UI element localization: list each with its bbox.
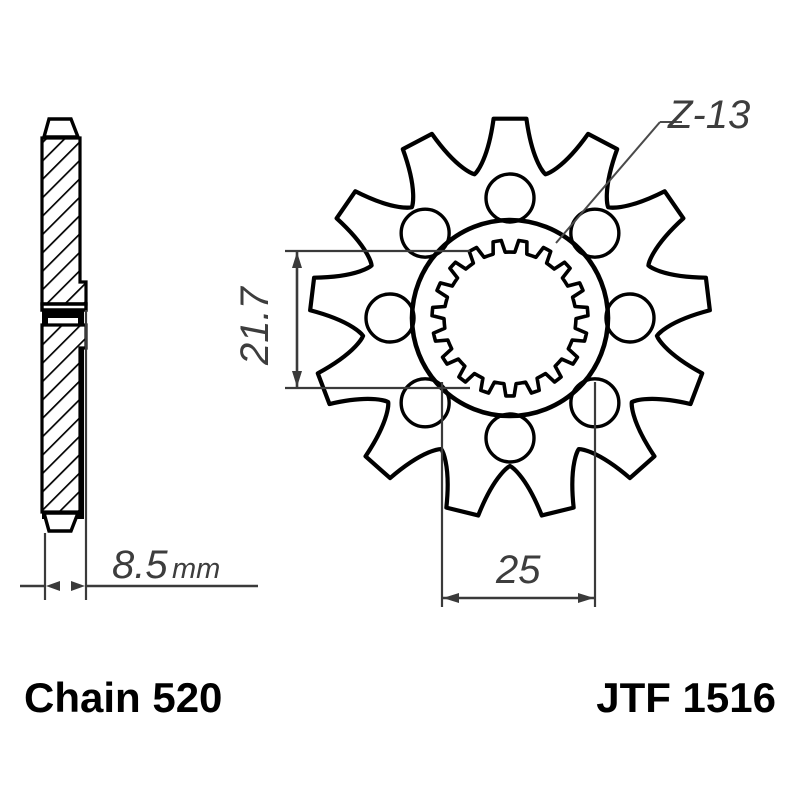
lightening-hole [399, 377, 451, 429]
hub-width-arrow-left [443, 593, 459, 603]
hub-width-value: 25 [495, 548, 541, 592]
lightening-hole [604, 292, 656, 344]
hub-width-arrow-right [578, 593, 594, 603]
chain-spec-label: Chain 520 [24, 674, 222, 721]
hub-height-arrow-bottom [292, 371, 302, 387]
thickness-value: 8.5 [112, 543, 168, 587]
side-rim-bottom [40, 323, 88, 514]
side-rim-top-hatch [40, 136, 88, 306]
dimension-thickness: 8.5 mm [20, 543, 258, 591]
side-step-top [40, 302, 88, 312]
lightening-hole [569, 207, 621, 259]
thickness-arrow-left [46, 581, 60, 591]
thickness-unit: mm [172, 553, 220, 585]
side-section-view [40, 117, 88, 600]
lightening-hole [484, 412, 536, 464]
spline-bore-shape [430, 238, 590, 398]
tooth-count-leader-diagonal [555, 121, 661, 244]
thickness-arrow-right [71, 581, 85, 591]
hub-height-value: 21.7 [233, 285, 277, 366]
side-tooth-tip-top [41, 117, 81, 139]
label-tooth-count: Z-13 [555, 93, 750, 244]
dimension-hub-height: 21.7 [233, 249, 470, 390]
lightening-hole [484, 172, 536, 224]
front-view-sprocket [308, 116, 712, 518]
hub-reference-circle [409, 217, 611, 419]
side-tooth-tip-bottom [41, 511, 81, 533]
tooth-count-value: Z-13 [667, 93, 750, 137]
dimension-hub-width: 25 [440, 382, 597, 607]
side-rim-bottom-hatch [40, 323, 88, 514]
side-web-top-cap [44, 311, 82, 318]
part-number-label: JTF 1516 [596, 674, 776, 721]
lightening-hole [399, 207, 451, 259]
hub-height-arrow-top [292, 252, 302, 268]
side-rim-top [40, 136, 88, 306]
lightening-hole [364, 292, 416, 344]
